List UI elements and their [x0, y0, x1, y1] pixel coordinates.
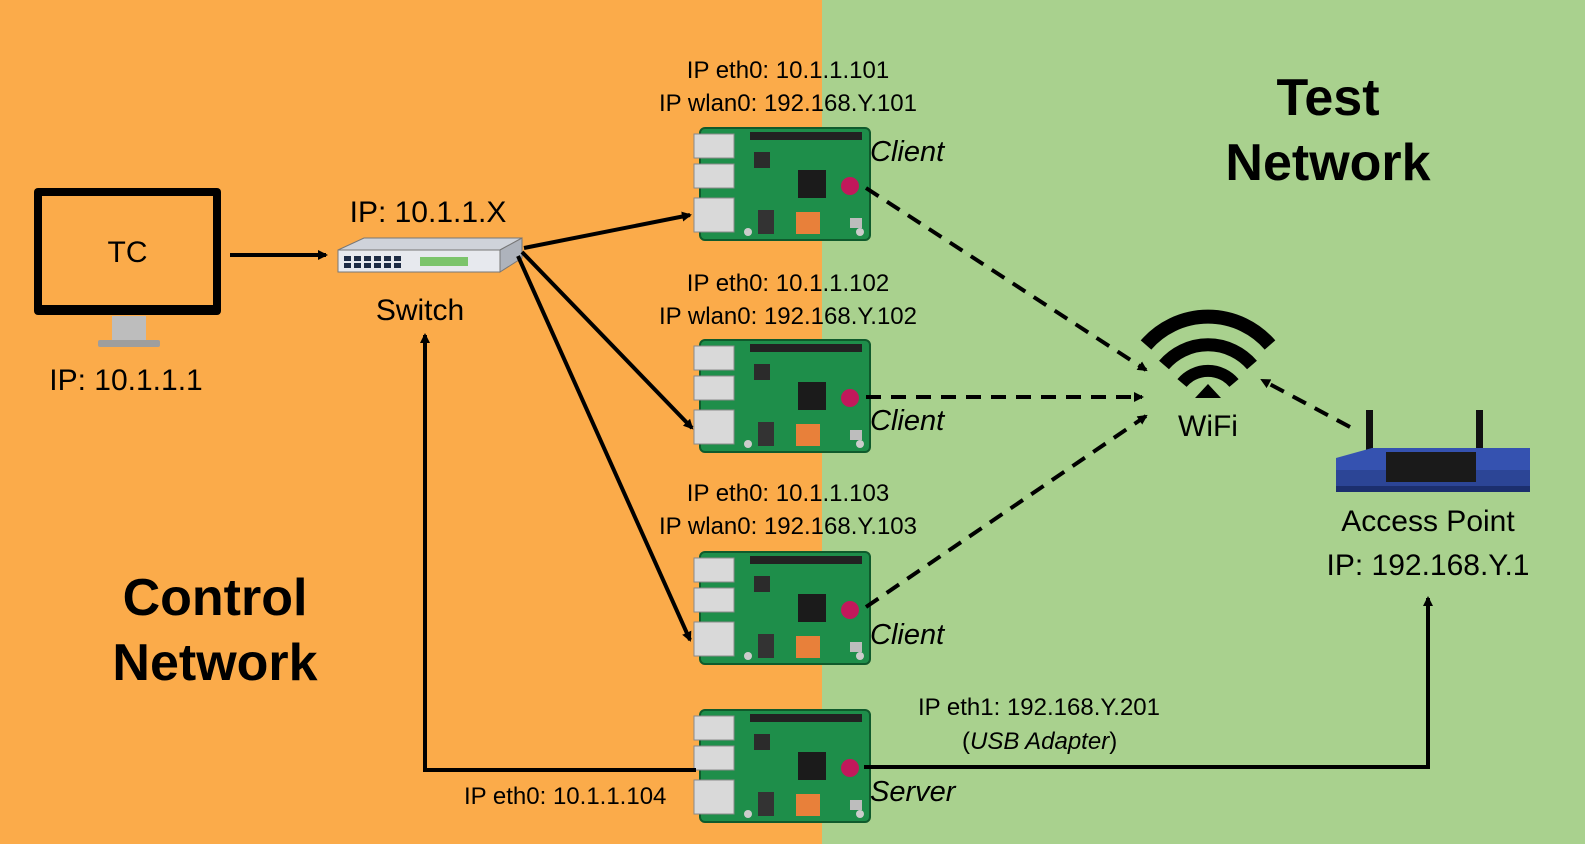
server-board-icon [693, 709, 871, 823]
switch-ip: IP: 10.1.1.X [349, 196, 507, 229]
client2-role: Client [870, 405, 945, 437]
client3-wlan0-ip: IP wlan0: 192.168.Y.103 [659, 513, 917, 540]
control-title-line2: Network [112, 634, 318, 692]
edge-switch-client1 [523, 211, 692, 250]
client1-eth0-ip: IP eth0: 10.1.1.101 [686, 57, 890, 84]
access-point-label: Access Point [1341, 505, 1515, 538]
client-board-1-icon [693, 127, 871, 241]
client1-wlan0-ip: IP wlan0: 192.168.Y.101 [659, 90, 917, 117]
tc-ip: IP: 10.1.1.1 [49, 364, 203, 397]
server-eth1-paren-open: ( [962, 728, 970, 755]
server-role: Server [870, 776, 956, 808]
server-eth0-ip: IP eth0: 10.1.1.104 [464, 783, 667, 810]
control-title-line1: Control [122, 569, 308, 627]
edge-switch-client2 [520, 250, 694, 430]
test-network-title: Test Network [1196, 66, 1460, 196]
switch-label: Switch [375, 294, 465, 327]
wifi-icon [1140, 309, 1276, 398]
client3-role: Client [870, 619, 945, 651]
test-network-region [822, 0, 1585, 844]
client3-eth0-ip: IP eth0: 10.1.1.103 [686, 480, 890, 507]
server-eth1-ip: IP eth1: 192.168.Y.201 [918, 694, 1161, 721]
edge-client3-wifi [864, 414, 1148, 609]
edge-client1-wifi [864, 186, 1148, 372]
test-title-line2: Network [1225, 134, 1431, 192]
monitor-icon [34, 188, 221, 347]
client2-wlan0-ip: IP wlan0: 192.168.Y.102 [659, 303, 917, 330]
test-title-line1: Test [1276, 69, 1380, 127]
edge-accesspoint-wifi [1260, 378, 1351, 429]
edge-server-switch [420, 333, 696, 772]
tc-label: TC [107, 236, 148, 269]
client2-eth0-ip: IP eth0: 10.1.1.102 [686, 270, 890, 297]
server-eth1-adapter: USB Adapter [970, 728, 1110, 755]
network-switch-icon [337, 237, 523, 273]
wifi-label: WiFi [1178, 410, 1238, 443]
control-network-title: Control Network [84, 566, 346, 696]
client1-role: Client [870, 136, 945, 168]
access-point-ip: IP: 192.168.Y.1 [1326, 549, 1530, 582]
client-board-3-icon [693, 551, 871, 665]
server-eth1-paren-close: ) [1109, 728, 1118, 755]
edge-server-accesspoint [864, 596, 1433, 769]
edge-switch-client3 [516, 255, 692, 642]
server-eth1-note: (USB Adapter) [962, 728, 1118, 755]
router-icon [1336, 410, 1530, 492]
client-board-2-icon [693, 339, 871, 453]
